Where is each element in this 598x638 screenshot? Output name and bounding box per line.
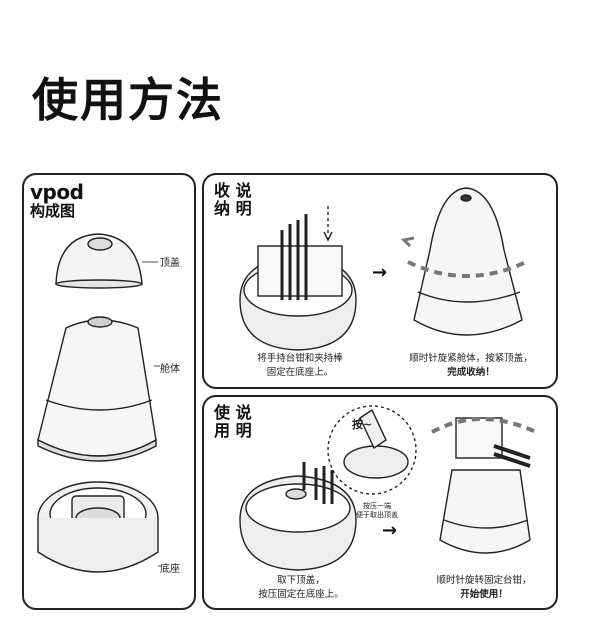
base-illustration [37,481,162,573]
press-label: 按~ [352,418,373,431]
store-caption-1-line1: 将手持台钳和夹持棒 [257,353,343,364]
use-arrow: → [382,520,398,541]
top-cover-illustration [55,233,158,289]
use-step2-illustration [431,417,537,554]
store-step1-illustration [239,206,357,351]
press-note-line2: 便于取出顶盖 [356,511,398,519]
use-caption-2-line1: 顺时针旋转固定台钳， [436,575,532,586]
label-body: 舱体 [160,364,180,375]
store-arrow: → [372,262,388,283]
storage-panel [202,173,558,389]
store-caption-1: 将手持台钳和夹持棒 固定在底座上。 [230,352,370,380]
press-note-line1: 按压一端 [363,502,391,510]
page-title: 使用方法 [32,73,224,127]
label-top-cover: 顶盖 [160,258,180,269]
use-caption-1-line2: 按压固定在底座上。 [258,589,344,600]
store-caption-1-line2: 固定在底座上。 [266,367,334,378]
use-caption-1: 取下顶盖， 按压固定在底座上。 [236,574,366,602]
use-heading-line2: 用 明 [214,421,252,440]
use-caption-2: 顺时针旋转固定台钳， 开始使用！ [414,574,554,602]
use-step1-illustration [239,462,357,571]
usage-panel [202,395,558,610]
press-detail-illustration [327,405,417,495]
store-caption-2-line2: 完成收纳！ [447,367,495,378]
store-heading-line2: 纳 明 [214,199,252,218]
label-base: 底座 [160,564,180,575]
store-caption-2-line1: 顺时针旋紧舱体，按紧顶盖， [409,353,533,364]
use-caption-2-line2: 开始使用！ [460,589,508,600]
press-note: 按压一端 便于取出顶盖 [352,502,402,520]
store-heading-line1: 收 说 [214,181,252,200]
body-illustration [37,316,160,462]
store-caption-2: 顺时针旋紧舱体，按紧顶盖， 完成收纳！ [396,352,546,380]
use-caption-1-line1: 取下顶盖， [277,575,325,586]
brand-logo: vpod [30,180,84,204]
components-heading: 构成图 [30,202,76,220]
store-step2-illustration [400,187,527,336]
use-heading-line1: 使 说 [214,403,252,422]
